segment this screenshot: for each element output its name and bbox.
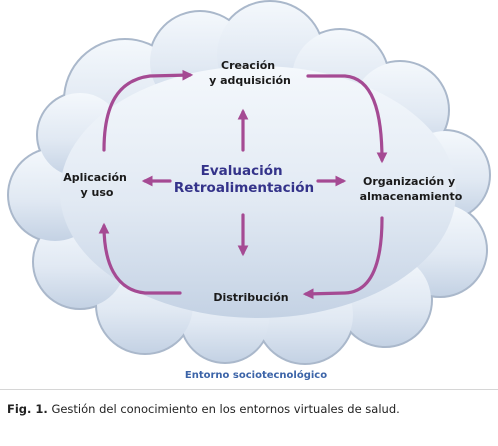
environment-label: Entorno sociotecnológico bbox=[185, 369, 327, 381]
node-aplicacion: Aplicación y uso bbox=[63, 171, 130, 199]
caption-divider bbox=[0, 389, 498, 390]
arrow-organizacion-to-distribucion bbox=[302, 216, 384, 300]
node-distribucion: Distribución bbox=[213, 291, 288, 304]
node-organizacion: Organización y almacenamiento bbox=[360, 175, 463, 203]
caption-label: Fig. 1. bbox=[7, 402, 48, 416]
arrow-creacion-to-organizacion bbox=[306, 74, 388, 164]
cloud-background bbox=[7, 0, 491, 365]
center-evaluacion: Evaluación Retroalimentación bbox=[174, 163, 314, 196]
caption-text: Gestión del conocimiento en los entornos… bbox=[51, 402, 400, 416]
arrow-distribucion-to-aplicacion bbox=[98, 222, 182, 295]
node-creacion: Creación y adquisición bbox=[209, 59, 291, 87]
arrow-aplicacion-to-creacion bbox=[102, 69, 194, 152]
figure-caption: Fig. 1. Gestión del conocimiento en los … bbox=[7, 402, 400, 416]
